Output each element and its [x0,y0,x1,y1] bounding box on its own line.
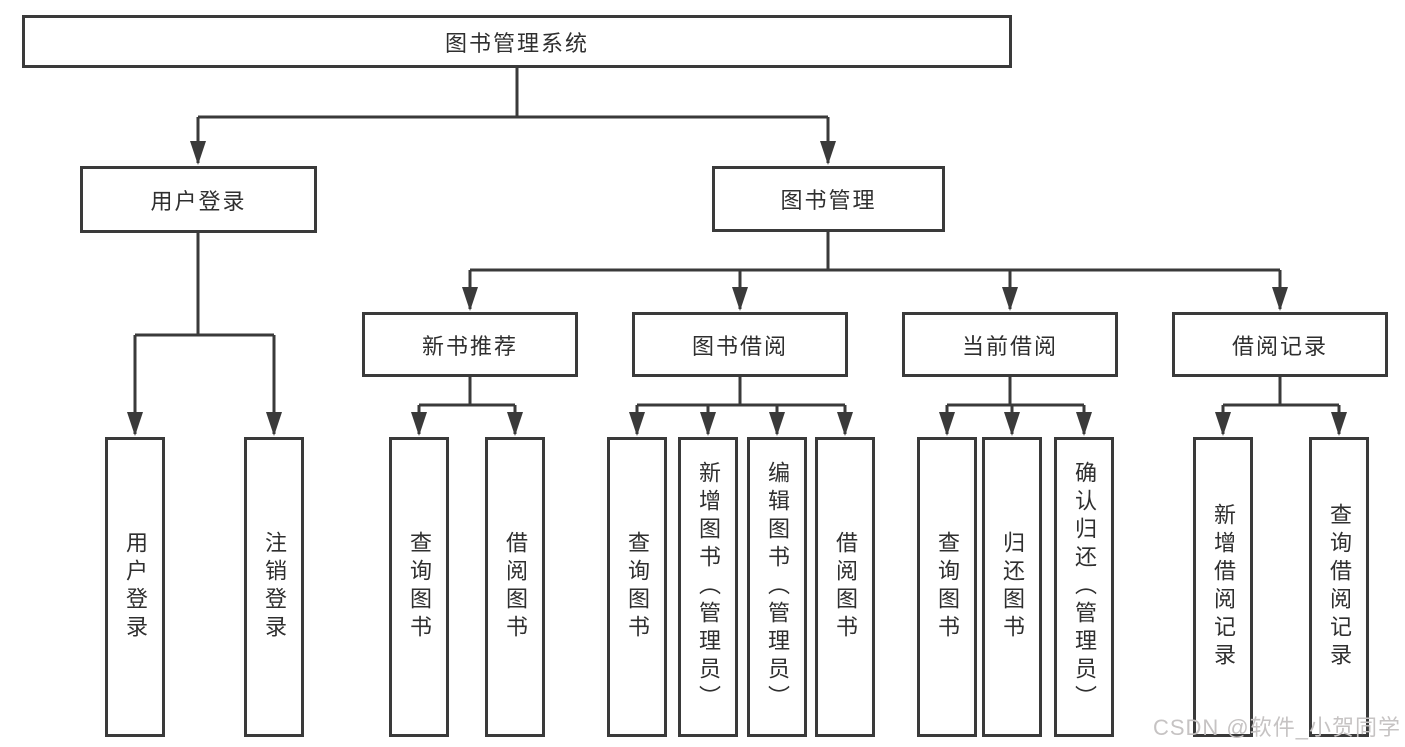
node-book-borrowing-label: 图书借阅 [691,333,788,359]
leaf-edit-books-admin: 编辑图书（管理员） [747,437,807,737]
leaf-query-books-borrow-label: 查询图书 [625,531,650,643]
leaf-query-books-recommend: 查询图书 [389,437,449,737]
node-library-system-label: 图书管理系统 [444,30,589,56]
leaf-add-borrow-record: 新增借阅记录 [1193,437,1253,737]
leaf-borrow-books-label: 借阅图书 [833,531,858,643]
leaf-return-books: 归还图书 [982,437,1042,737]
leaf-query-borrow-record: 查询借阅记录 [1309,437,1369,737]
leaf-user-login-label: 用户登录 [123,531,148,643]
leaf-confirm-return-admin: 确认归还（管理员） [1054,437,1114,737]
csdn-watermark: CSDN @软件_小贺同学 [1152,715,1401,740]
node-user-login-label: 用户登录 [150,188,247,214]
leaf-add-books-admin-label: 新增图书（管理员） [696,461,721,713]
leaf-borrow-books: 借阅图书 [815,437,875,737]
leaf-query-books-current-label: 查询图书 [935,531,960,643]
node-user-login: 用户登录 [80,166,317,233]
leaf-query-books-current: 查询图书 [917,437,977,737]
node-book-management: 图书管理 [712,166,945,232]
leaf-logout-label: 注销登录 [262,531,287,643]
leaf-user-login: 用户登录 [105,437,165,737]
leaf-query-books-recommend-label: 查询图书 [407,531,432,643]
leaf-return-books-label: 归还图书 [1000,531,1025,643]
node-book-management-label: 图书管理 [780,188,877,213]
leaf-confirm-return-admin-label: 确认归还（管理员） [1072,461,1097,713]
node-current-borrowing: 当前借阅 [902,312,1118,377]
node-new-book-recommend: 新书推荐 [362,312,578,377]
node-library-system: 图书管理系统 [22,15,1012,68]
node-book-borrowing: 图书借阅 [632,312,848,377]
leaf-add-books-admin: 新增图书（管理员） [678,437,738,737]
leaf-query-borrow-record-label: 查询借阅记录 [1327,503,1352,671]
leaf-query-books-borrow: 查询图书 [607,437,667,737]
node-borrow-records: 借阅记录 [1172,312,1388,377]
leaf-add-borrow-record-label: 新增借阅记录 [1211,503,1236,671]
leaf-borrow-books-recommend-label: 借阅图书 [503,531,528,643]
leaf-edit-books-admin-label: 编辑图书（管理员） [765,461,790,713]
node-new-book-recommend-label: 新书推荐 [421,333,518,359]
node-current-borrowing-label: 当前借阅 [961,333,1058,359]
node-borrow-records-label: 借阅记录 [1231,333,1328,359]
leaf-borrow-books-recommend: 借阅图书 [485,437,545,737]
leaf-logout: 注销登录 [244,437,304,737]
